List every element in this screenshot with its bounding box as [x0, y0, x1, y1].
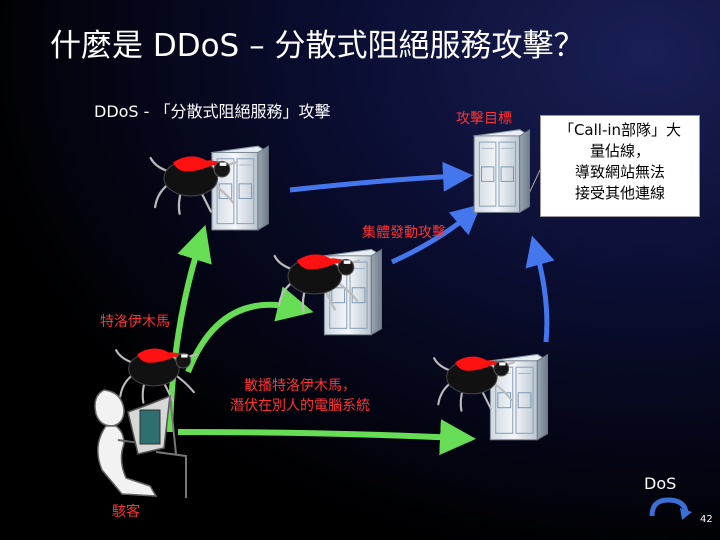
- slide-title: 什麼是 DDoS – 分散式阻絕服務攻擊？: [50, 28, 585, 64]
- dos-label: DoS: [644, 474, 677, 493]
- arrow-zombie3-to-target: [525, 235, 555, 343]
- virus-icon: [116, 349, 196, 403]
- arrow-hacker-to-zombie3: [177, 419, 476, 456]
- page-number: 42: [700, 514, 713, 525]
- hacker-label: 駭客: [112, 504, 140, 520]
- hacker-icon: [94, 389, 187, 498]
- callout-line: 「Call-in部隊」大: [558, 121, 682, 139]
- callout-line: 導致網站無法: [574, 163, 665, 181]
- server-icon: [473, 129, 530, 213]
- server-icon: [211, 145, 269, 231]
- trojan-label: 特洛伊木馬: [100, 314, 170, 330]
- refresh-arrow-icon: [649, 497, 692, 520]
- callout-box: 「Call-in部隊」大 量佔線， 導致網站無法 接受其他連線: [540, 115, 700, 217]
- slide-subtitle: DDoS - 「分散式阻絕服務」攻擊: [94, 102, 331, 121]
- spread-label-line2: 潛伏在別人的電腦系統: [230, 398, 370, 414]
- arrow-hacker-to-zombie1: [167, 224, 212, 433]
- spread-label-line1: 散播特洛伊木馬，: [244, 378, 356, 394]
- collective-attack-label: 集體發動攻擊: [362, 225, 446, 241]
- arrow-hacker-to-zombie2: [185, 286, 314, 374]
- target-label: 攻擊目標: [456, 111, 512, 127]
- arrow-zombie1-to-target: [289, 161, 473, 193]
- callout-line: 量佔線，: [589, 142, 650, 160]
- callout-line: 接受其他連線: [574, 184, 665, 202]
- arrow-zombie2-to-target: [390, 204, 482, 265]
- attack-arrows: [289, 161, 555, 343]
